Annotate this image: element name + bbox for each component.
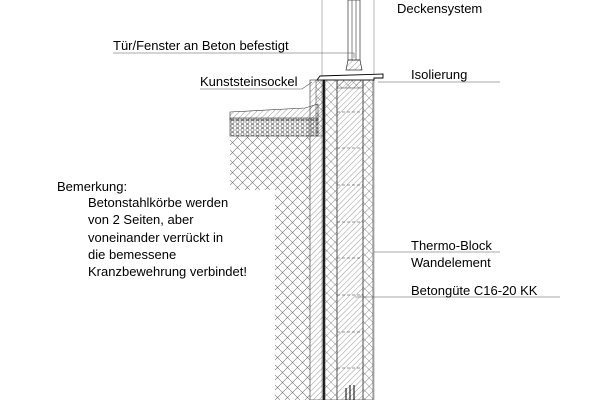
note-title: Bemerkung: [57, 179, 128, 194]
label-kunststeinsockel: Kunststeinsockel [200, 74, 298, 89]
window-sill [316, 73, 384, 81]
rebar [345, 385, 355, 400]
outer-insulation [324, 79, 338, 400]
note-line: die bemessene [88, 247, 177, 262]
note-line: Kranzbewehrung verbindet! [88, 264, 247, 279]
base-plinth [315, 79, 324, 137]
label-tuer-fenster: Tür/Fenster an Beton befestigt [113, 38, 289, 53]
earth-fill [230, 136, 310, 400]
concrete-core [336, 79, 364, 400]
inner-insulation [362, 79, 374, 400]
label-thermo-block: Thermo-Block [411, 238, 492, 253]
note-line: von 2 Seiten, aber [88, 212, 194, 227]
block-joints [337, 111, 363, 369]
label-wandelement: Wandelement [411, 255, 491, 270]
label-betonguete: Betongüte C16-20 KK [411, 283, 538, 298]
window-frame [345, 0, 363, 71]
leader-lines [113, 52, 560, 298]
core-top-cap [336, 79, 364, 89]
soil-top-layer [229, 103, 319, 121]
label-isolierung: Isolierung [411, 67, 468, 82]
label-deckensystem: Deckensystem [397, 1, 483, 16]
note-line: voneinander verrückt in [88, 230, 224, 245]
note-line: Betonstahlkörbe werden [88, 195, 229, 210]
gravel-layer [229, 117, 319, 137]
